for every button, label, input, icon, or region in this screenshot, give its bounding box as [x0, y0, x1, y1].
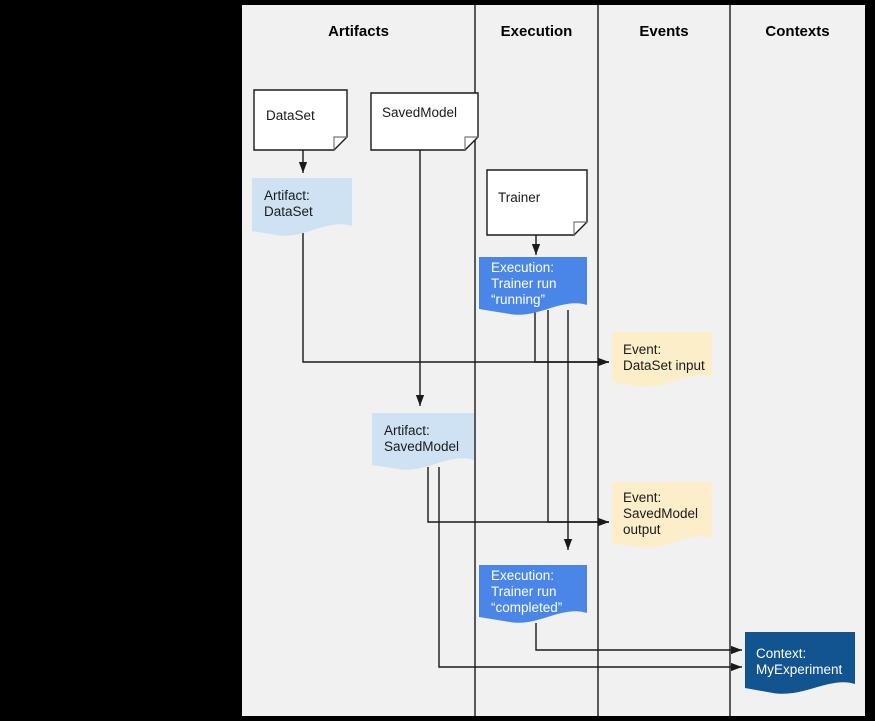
execution-running-shape	[479, 257, 587, 315]
event-dataset-input-shape	[612, 332, 712, 387]
edge-artifact-savedmodel-to-event-savedmodel-output	[427, 467, 609, 527]
event-savedmodel-output-shape	[612, 482, 712, 548]
node-artifact-savedmodel[interactable]	[372, 413, 474, 470]
doc-savedmodel-shape	[370, 92, 479, 151]
diagram-panel: Artifacts Execution Events Contexts Data…	[242, 5, 865, 716]
column-header-events: Events	[639, 23, 689, 40]
edge-artifact-dataset-to-event-dataset-input	[302, 233, 609, 367]
edge-execution-completed-to-context	[535, 623, 742, 655]
doc-trainer-shape	[486, 169, 588, 236]
diagram-canvas	[252, 5, 855, 716]
column-header-contexts: Contexts	[765, 23, 830, 40]
edge-execution-running-to-event-savedmodel-output	[547, 310, 609, 527]
edge-layer	[298, 150, 742, 672]
node-context-myexperiment[interactable]	[745, 632, 855, 694]
node-artifact-dataset[interactable]	[252, 178, 352, 236]
node-execution-completed[interactable]	[479, 565, 587, 623]
node-execution-running[interactable]	[479, 257, 587, 315]
node-doc-savedmodel[interactable]	[370, 92, 479, 151]
execution-completed-shape	[479, 565, 587, 623]
doc-dataset-shape	[253, 89, 348, 151]
edge-execution-running-to-event-dataset-input	[534, 310, 609, 367]
node-event-dataset-input[interactable]	[612, 332, 712, 387]
doc-dataset-fold	[333, 136, 347, 150]
node-event-savedmodel-output[interactable]	[612, 482, 712, 548]
node-doc-dataset[interactable]	[253, 89, 348, 151]
artifact-dataset-shape	[252, 178, 352, 236]
node-doc-trainer[interactable]	[486, 169, 588, 236]
doc-trainer-fold	[573, 221, 587, 235]
edge-artifact-savedmodel-to-context	[438, 467, 742, 672]
column-header-execution: Execution	[500, 23, 573, 40]
column-header-artifacts: Artifacts	[328, 23, 389, 40]
doc-savedmodel-fold	[464, 136, 478, 150]
artifact-savedmodel-shape	[372, 413, 474, 470]
context-myexperiment-shape	[745, 632, 855, 694]
